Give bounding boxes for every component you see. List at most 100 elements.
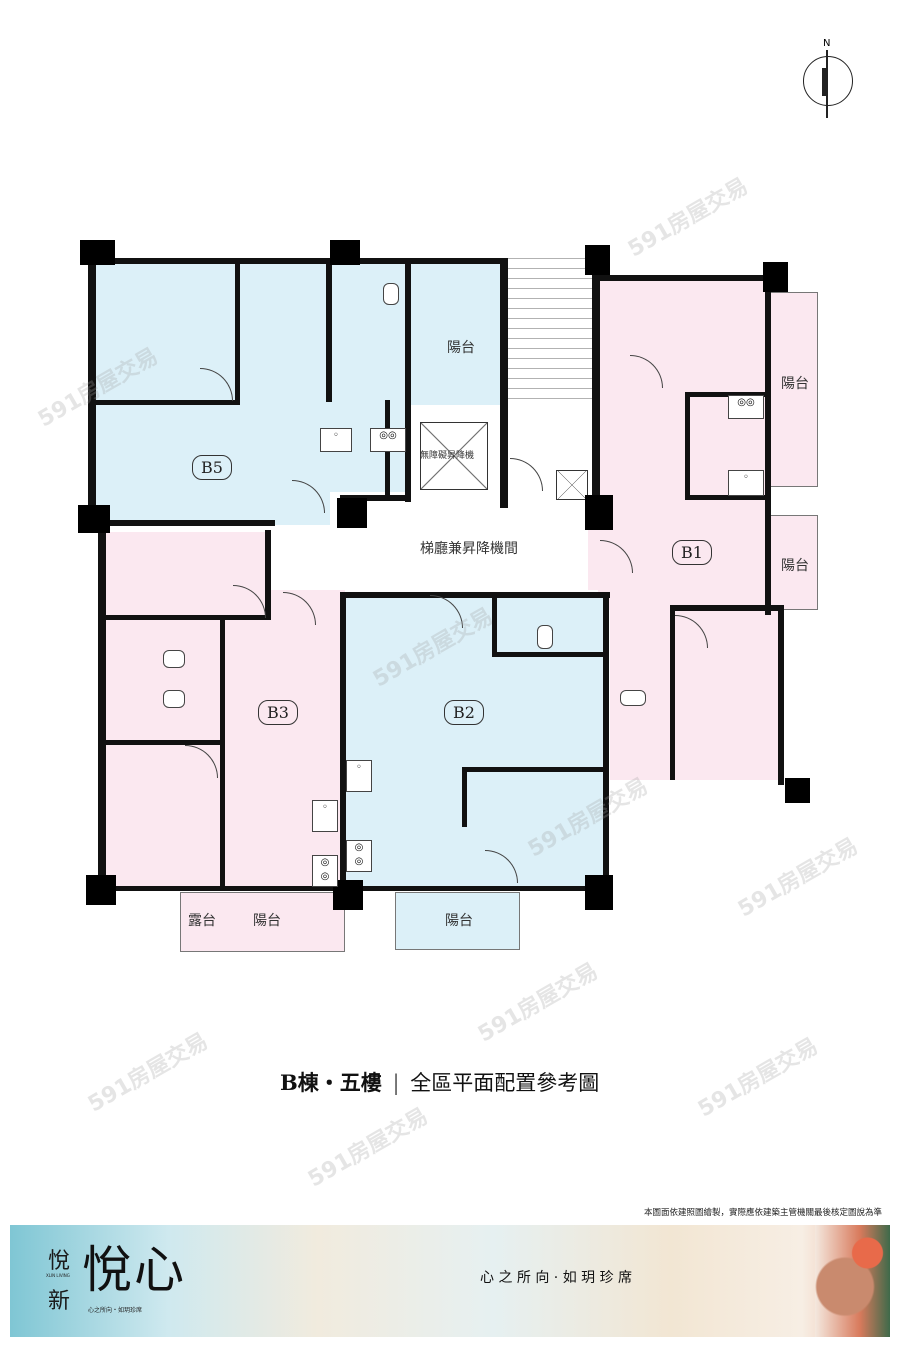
- sink-icon: ◦: [346, 760, 372, 792]
- logo-main: 悅心: [82, 1241, 186, 1299]
- balcony-b2-label: 陽台: [445, 913, 473, 929]
- wall: [595, 275, 770, 281]
- column: [86, 875, 116, 905]
- terrace-b3-label: 露台: [188, 913, 216, 929]
- wall: [95, 400, 235, 405]
- wall: [603, 595, 609, 895]
- column: [585, 495, 613, 530]
- wall: [340, 595, 346, 895]
- toilet-icon: [163, 690, 185, 708]
- balcony-b1-upper: [768, 292, 818, 487]
- disclaimer: 本圖面依建照圖繪製，實際應依建築主管機關最後核定圖說為準: [643, 1208, 882, 1218]
- stove-icon: ◎◎: [312, 855, 338, 887]
- unit-b3-area: [105, 620, 345, 890]
- elevator-shaft: [420, 422, 488, 490]
- logo-small-top: 悅: [48, 1249, 71, 1274]
- wall: [235, 262, 240, 405]
- watermark: 591房屋交易: [693, 1033, 823, 1123]
- toilet-icon: [163, 650, 185, 668]
- wall: [685, 392, 765, 397]
- wall: [778, 605, 784, 785]
- column: [337, 498, 367, 528]
- compass: N: [800, 38, 856, 118]
- unit-b2-area: [345, 595, 605, 890]
- plan-title: B棟・五樓 | 全區平面配置參考圖: [280, 1067, 599, 1097]
- door-icon: [510, 458, 543, 491]
- balcony-b3: [180, 892, 345, 952]
- sink-icon: ◦: [320, 428, 352, 452]
- column: [333, 880, 363, 910]
- toilet-icon: [537, 625, 553, 649]
- wall: [340, 592, 610, 598]
- unit-label-b1: B1: [672, 540, 712, 565]
- logo-small-en: XLIN LIVING: [46, 1273, 70, 1278]
- stove-icon: ◎◎: [346, 840, 372, 872]
- wall: [265, 530, 271, 620]
- stove-icon: ◎◎: [728, 395, 764, 419]
- plan-subtitle: 全區平面配置參考圖: [410, 1071, 600, 1095]
- wall: [765, 275, 771, 615]
- wall: [326, 262, 332, 402]
- wall: [462, 767, 467, 827]
- wall: [462, 767, 607, 772]
- logo-small-bottom: 新: [48, 1289, 71, 1314]
- balcony-b3-label: 陽台: [253, 913, 281, 929]
- watermark: 591房屋交易: [303, 1103, 433, 1193]
- wall: [95, 520, 275, 526]
- stove-icon: ◎◎: [370, 428, 406, 452]
- wall: [100, 740, 220, 745]
- balcony-b2: [395, 892, 520, 950]
- wall: [98, 530, 106, 895]
- toilet-icon: [620, 690, 646, 706]
- wall: [405, 262, 411, 502]
- title-separator: |: [392, 1071, 400, 1095]
- column: [585, 875, 613, 910]
- wall: [88, 258, 508, 264]
- wall: [220, 620, 225, 890]
- watermark: 591房屋交易: [83, 1028, 213, 1118]
- unit-label-b5: B5: [192, 455, 232, 480]
- column: [78, 505, 110, 533]
- wall: [685, 392, 690, 497]
- watermark: 591房屋交易: [473, 958, 603, 1048]
- brand-banner: 悅 XLIN LIVING 新 悅心 心之所向・如玥珍席 心 之 所 向 · 如…: [10, 1225, 890, 1337]
- wall: [685, 495, 765, 500]
- balcony-b1-upper-label: 陽台: [781, 376, 809, 392]
- elevator-label: 無障礙昇降機: [420, 451, 475, 461]
- lobby-label: 梯廳兼昇降機間: [420, 541, 518, 557]
- unit-label-b3: B3: [258, 700, 298, 725]
- compass-needle-head: [822, 68, 826, 96]
- compass-needle: [826, 50, 828, 118]
- wall: [492, 652, 605, 657]
- compass-north-label: N: [823, 38, 831, 49]
- wall: [88, 258, 96, 528]
- column: [763, 262, 788, 292]
- balcony-b5-label: 陽台: [447, 340, 475, 356]
- logo-tagline: 心之所向・如玥珍席: [88, 1307, 143, 1314]
- toilet-icon: [383, 283, 399, 305]
- wall: [492, 595, 497, 655]
- balcony-b1-lower-label: 陽台: [781, 558, 809, 574]
- unit-label-b2: B2: [444, 700, 484, 725]
- column: [785, 778, 810, 803]
- watermark: 591房屋交易: [623, 173, 753, 263]
- column: [585, 245, 610, 275]
- sink-icon: ◦: [728, 470, 764, 496]
- column: [330, 240, 360, 265]
- wall: [340, 495, 410, 501]
- wall: [592, 250, 600, 530]
- stairwell: [505, 258, 595, 408]
- portrait-image: [815, 1225, 890, 1337]
- wall: [100, 615, 265, 620]
- compass-icon: [803, 56, 853, 106]
- wall: [670, 605, 780, 611]
- sink-icon: ◦: [312, 800, 338, 832]
- column: [80, 240, 115, 265]
- watermark: 591房屋交易: [733, 833, 863, 923]
- shaft: [556, 470, 588, 500]
- building-floor: B棟・五樓: [280, 1070, 382, 1095]
- banner-slogan: 心 之 所 向 · 如 玥 珍 席: [480, 1270, 633, 1286]
- balcony-b5: [410, 262, 505, 405]
- wall: [670, 605, 675, 780]
- wall: [500, 258, 508, 508]
